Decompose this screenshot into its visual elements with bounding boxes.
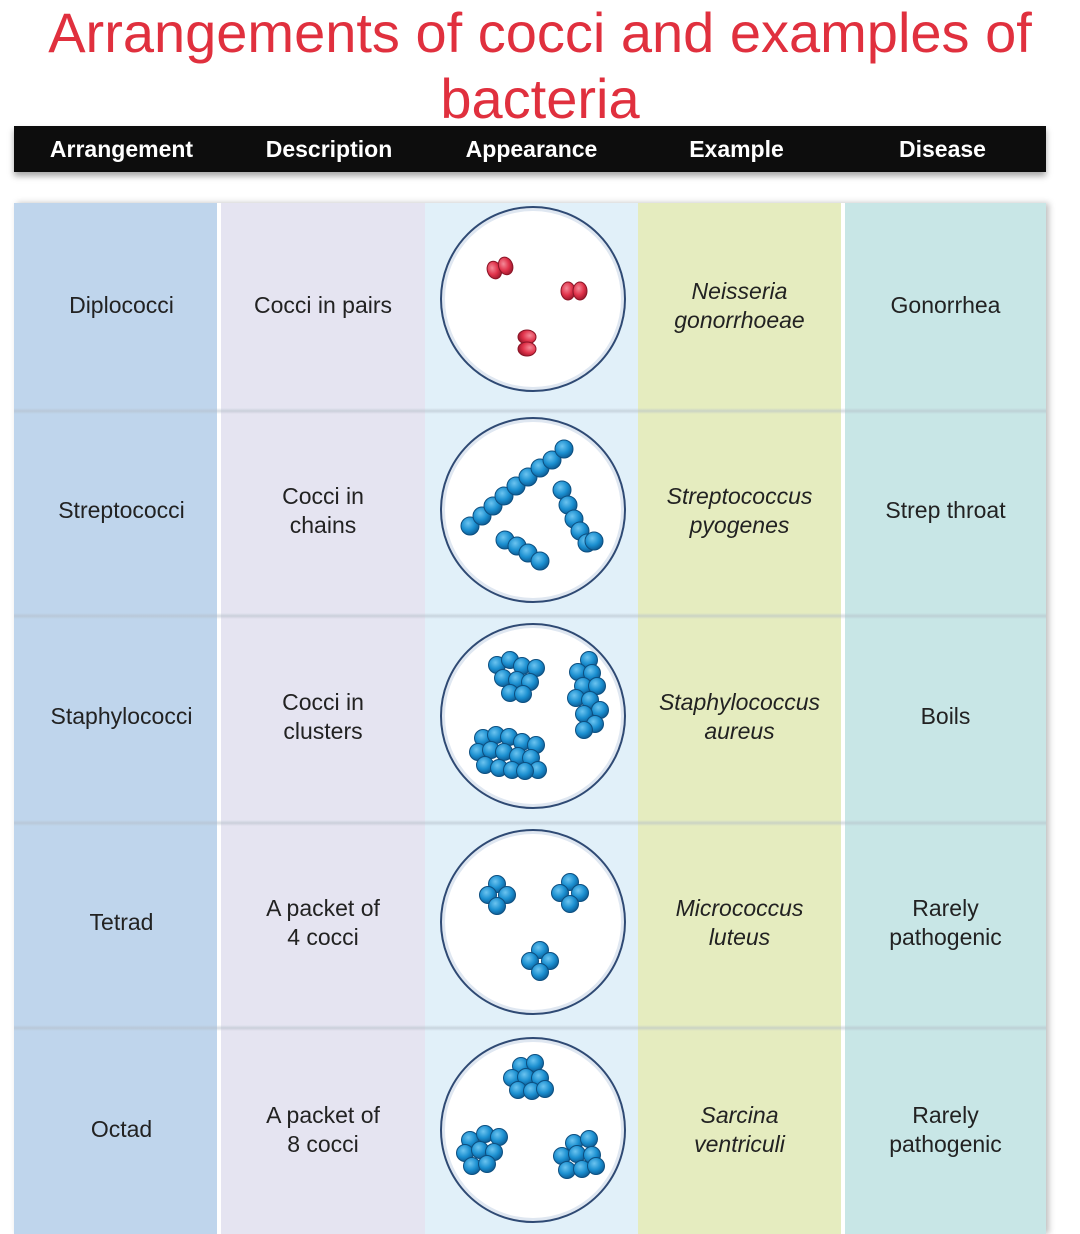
column-arrangement: [14, 203, 217, 1234]
table-row-4-disease: Rarely pathogenic: [889, 894, 1002, 950]
streptococci-illustration: [440, 417, 626, 603]
table-row-4-example: Micrococcus luteus: [675, 894, 804, 950]
octad-cell: [580, 1130, 598, 1148]
table-row-5-description: A packet of 8 cocci: [266, 1101, 380, 1157]
octad-cell: [536, 1080, 554, 1098]
staphylococcus-cell: [575, 721, 593, 739]
table-row-3-disease: Boils: [920, 703, 971, 729]
header-example: Example: [689, 136, 784, 162]
table-row-5-disease: Rarely pathogenic: [889, 1101, 1002, 1157]
table-row-4-description: A packet of 4 cocci: [266, 894, 380, 950]
streptococcus-cell: [584, 531, 604, 551]
diplococcus-pair: [517, 329, 537, 357]
table-row-1-disease: Gonorrhea: [890, 292, 1001, 318]
tetrad-cell: [531, 963, 549, 981]
table-row-5-arrangement: Octad: [90, 1116, 153, 1142]
row-divider: [14, 820, 1046, 826]
page-title: Arrangements of cocci and examples of ba…: [48, 1, 1032, 130]
octad-cell: [558, 1161, 576, 1179]
table-row-1-example: Neisseria gonorrhoeae: [674, 277, 805, 333]
header-arrangement: Arrangement: [49, 136, 194, 162]
table-row-3-example: Staphylococcus aureus: [658, 688, 821, 744]
streptococcus-cell: [530, 551, 550, 571]
header-description: Description: [265, 136, 393, 162]
table-row-1-description: Cocci in pairs: [253, 292, 393, 318]
diplococcus-cell: [572, 281, 588, 301]
octad-cell: [587, 1157, 605, 1175]
row-divider: [14, 613, 1046, 619]
column-description: [221, 203, 425, 1234]
diplococcus-pair: [486, 256, 514, 280]
table-row-4-arrangement: Tetrad: [89, 909, 154, 935]
table-header: Arrangement Description Appearance Examp…: [14, 126, 1046, 172]
streptococcus-cell: [554, 439, 574, 459]
table-row-1-arrangement: Diplococci: [69, 292, 174, 318]
octad-cell: [478, 1155, 496, 1173]
tetrad-cell: [488, 897, 506, 915]
header-disease: Disease: [899, 136, 986, 162]
table-row-2-example: Streptococcus pyogenes: [666, 482, 813, 538]
row-divider: [14, 408, 1046, 414]
diplococcus-cell: [517, 341, 537, 357]
column-example: [638, 203, 841, 1234]
streptococcus-cell: [542, 450, 562, 470]
octad-cell: [463, 1157, 481, 1175]
diplococcus-pair: [560, 281, 588, 301]
row-divider: [14, 1025, 1046, 1031]
table-row-5-example: Sarcina ventriculi: [694, 1101, 785, 1157]
table-row-2-disease: Strep throat: [885, 497, 1006, 523]
header-appearance: Appearance: [465, 136, 598, 162]
octad-cell: [568, 1145, 586, 1163]
column-disease: [845, 203, 1046, 1234]
staphylococcus-cell: [514, 685, 532, 703]
table-row-2-description: Cocci in chains: [282, 482, 364, 538]
octad-cell: [490, 1128, 508, 1146]
diplococcus-cell: [497, 256, 514, 276]
tetrad-illustration: [440, 829, 626, 1015]
table-row-3-description: Cocci in clusters: [282, 688, 364, 744]
diplococci-illustration: [440, 206, 626, 392]
table-row-2-arrangement: Streptococci: [58, 497, 185, 523]
staphylococcus-cell: [516, 762, 534, 780]
table-row-3-arrangement: Staphylococci: [50, 703, 193, 729]
tetrad-cell: [561, 895, 579, 913]
